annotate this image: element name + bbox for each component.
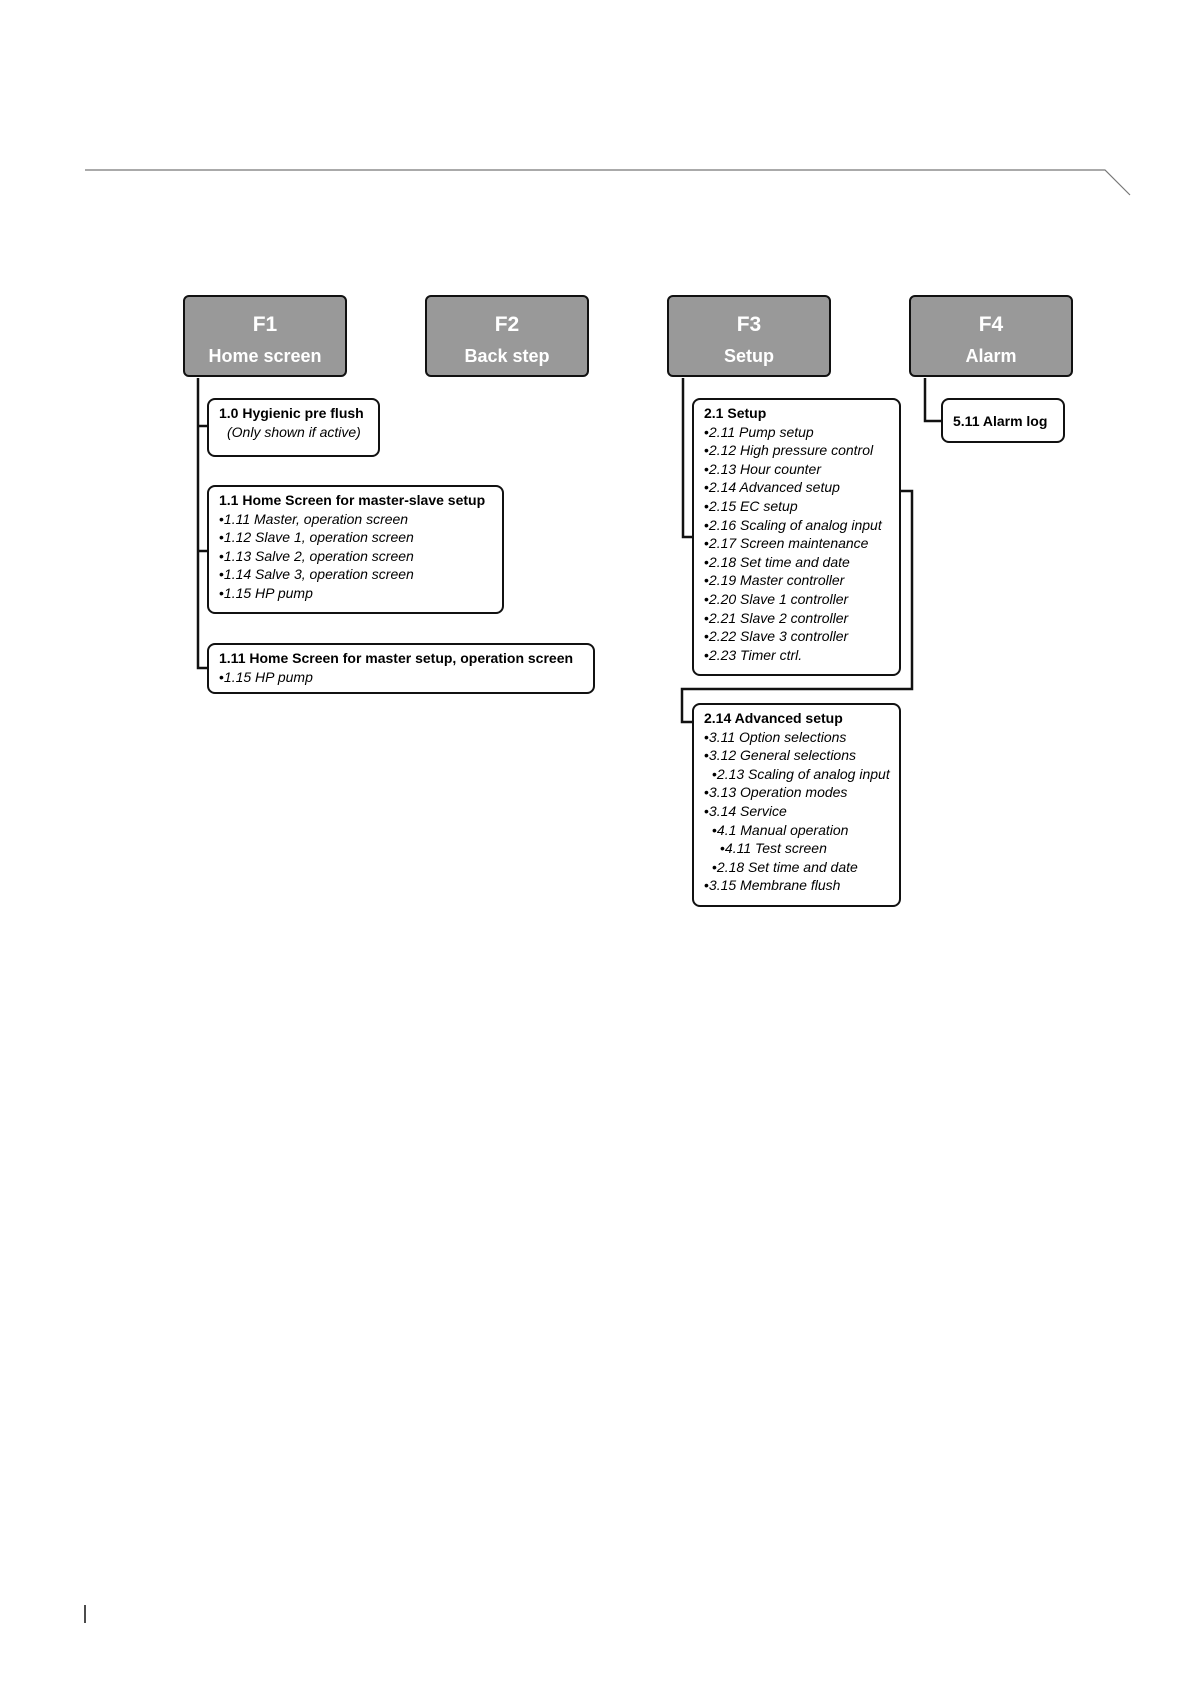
list-item: 4.11 Test screen (704, 839, 891, 858)
list-item: 2.14 Advanced setup (704, 478, 891, 497)
advanced-setup-title: 2.14 Advanced setup (704, 710, 843, 726)
f2-key-title: Back step (464, 346, 550, 366)
f4-trunk-line (923, 378, 942, 423)
f4-key-title: Alarm (965, 346, 1017, 366)
header-rule (85, 169, 1131, 196)
list-item: 3.14 Service (704, 802, 891, 821)
list-item: 2.21 Slave 2 controller (704, 609, 891, 628)
hygienic-box-title: 1.0 Hygienic pre flush (219, 405, 364, 421)
f4-alarm-key[interactable]: F4 Alarm (909, 295, 1073, 377)
f2-back-step-key[interactable]: F2 Back step (425, 295, 589, 377)
list-item: 2.19 Master controller (704, 571, 891, 590)
list-item: 2.13 Hour counter (704, 460, 891, 479)
list-item: 2.18 Set time and date (704, 858, 891, 877)
list-item: 3.11 Option selections (704, 728, 891, 747)
hygienic-pre-flush-box: 1.0 Hygienic pre flush (Only shown if ac… (207, 398, 380, 457)
f1-key-code: F1 (252, 313, 278, 336)
f3-key-title: Setup (723, 346, 774, 366)
alarm-log-title: 5.11 Alarm log (953, 413, 1048, 429)
f1-trunk-line (196, 378, 208, 670)
advanced-setup-list: 3.11 Option selections 3.12 General sele… (704, 728, 891, 895)
f4-key-code: F4 (978, 313, 1004, 336)
f3-setup-key[interactable]: F3 Setup (667, 295, 831, 377)
list-item: 1.14 Salve 3, operation screen (219, 565, 494, 584)
home-master-list: 1.15 HP pump (219, 668, 585, 687)
f1-key-title: Home screen (208, 346, 322, 366)
setup-box: 2.1 Setup 2.11 Pump setup 2.12 High pres… (692, 398, 901, 676)
home-master-slave-box: 1.1 Home Screen for master-slave setup 1… (207, 485, 504, 614)
home-master-box: 1.11 Home Screen for master setup, opera… (207, 643, 595, 694)
f2-key-code: F2 (494, 313, 520, 336)
setup-list: 2.11 Pump setup 2.12 High pressure contr… (704, 423, 891, 665)
home-master-title: 1.11 Home Screen for master setup, opera… (219, 650, 574, 666)
list-item: 4.1 Manual operation (704, 821, 891, 840)
list-item: 3.13 Operation modes (704, 783, 891, 802)
list-item: 1.15 HP pump (219, 584, 494, 603)
list-item: 2.13 Scaling of analog input (704, 765, 891, 784)
list-item: 3.15 Membrane flush (704, 876, 891, 895)
list-item: 1.15 HP pump (219, 668, 585, 687)
list-item: 2.11 Pump setup (704, 423, 891, 442)
list-item: 2.18 Set time and date (704, 553, 891, 572)
list-item: 2.23 Timer ctrl. (704, 646, 891, 665)
hygienic-box-note: (Only shown if active) (227, 423, 361, 440)
list-item: 2.22 Slave 3 controller (704, 627, 891, 646)
f3-key-code: F3 (736, 313, 762, 336)
list-item: 2.12 High pressure control (704, 441, 891, 460)
list-item: 2.20 Slave 1 controller (704, 590, 891, 609)
list-item: 1.12 Slave 1, operation screen (219, 528, 494, 547)
alarm-log-box: 5.11 Alarm log (941, 398, 1065, 443)
setup-box-title: 2.1 Setup (704, 405, 767, 421)
advanced-setup-box: 2.14 Advanced setup 3.11 Option selectio… (692, 703, 901, 907)
f1-home-screen-key[interactable]: F1 Home screen (183, 295, 347, 377)
list-item: 3.12 General selections (704, 746, 891, 765)
list-item: 2.17 Screen maintenance (704, 534, 891, 553)
list-item: 1.13 Salve 2, operation screen (219, 547, 494, 566)
home-master-slave-list: 1.11 Master, operation screen 1.12 Slave… (219, 510, 494, 603)
list-item: 1.11 Master, operation screen (219, 510, 494, 529)
home-master-slave-title: 1.1 Home Screen for master-slave setup (219, 492, 486, 508)
list-item: 2.15 EC setup (704, 497, 891, 516)
list-item: 2.16 Scaling of analog input (704, 516, 891, 535)
f3-trunk-line (681, 378, 693, 539)
advanced-setup-link (680, 489, 914, 724)
